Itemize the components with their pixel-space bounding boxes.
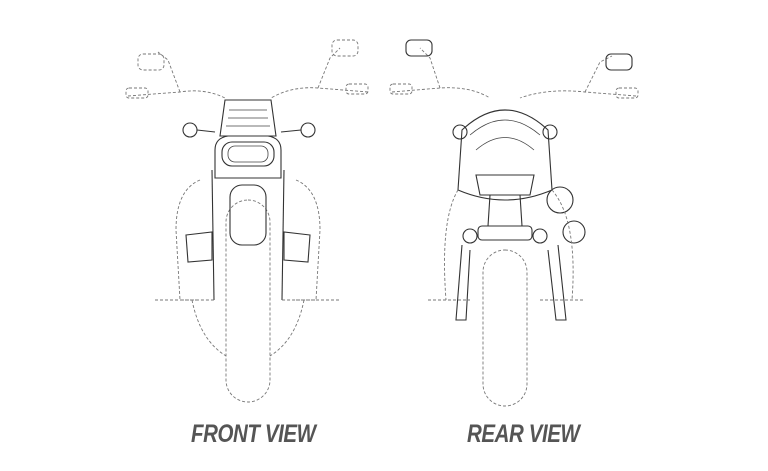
rear-seat-cowl	[457, 109, 553, 201]
left-engine-outline	[175, 179, 214, 301]
exhaust-upper	[546, 186, 574, 214]
rear-right-signal	[542, 124, 558, 140]
license-bracket	[487, 194, 523, 227]
headlight-lens	[227, 145, 269, 163]
left-mirror	[137, 53, 165, 71]
rear-right-mirror-stem	[584, 55, 613, 93]
left-grip	[125, 87, 149, 99]
rear-right-mirror	[605, 53, 633, 71]
right-grip	[345, 83, 369, 95]
rear-view-label: REAR VIEW	[467, 420, 580, 448]
exhaust-lower	[562, 220, 586, 244]
left-radiator	[185, 231, 213, 263]
front-tire	[225, 199, 271, 403]
signal-stalk	[196, 129, 216, 133]
rear-left-handlebar	[391, 87, 491, 99]
right-fork	[281, 169, 285, 301]
left-handlebar	[127, 90, 226, 99]
seat-contour	[475, 137, 535, 151]
rear-left-indicator	[462, 228, 478, 244]
left-rear-strut	[455, 244, 471, 321]
rear-left-grip	[389, 83, 413, 95]
rear-left-mirror	[405, 39, 433, 57]
front-view-drawing	[125, 39, 369, 403]
right-handlebar	[270, 87, 369, 99]
right-body-outline	[551, 189, 574, 301]
left-mirror-stem	[157, 51, 181, 93]
left-body-outline	[444, 189, 459, 301]
rear-right-grip	[615, 87, 639, 99]
rear-left-mirror-stem	[419, 47, 441, 89]
right-turn-signal	[300, 122, 316, 138]
left-turn-signal	[182, 122, 198, 138]
rear-light-housing	[475, 174, 535, 196]
right-mirror	[331, 39, 359, 57]
rear-right-indicator	[532, 228, 548, 244]
front-view-label: FRONT VIEW	[191, 420, 316, 448]
right-mirror-stem	[317, 47, 341, 89]
left-lower-body	[191, 299, 227, 357]
instrument-cowl	[219, 99, 277, 137]
rear-view-drawing	[389, 39, 639, 407]
headlight	[221, 141, 275, 167]
right-lower-body	[269, 299, 305, 357]
rear-right-handlebar	[519, 90, 637, 99]
rear-tire	[482, 249, 528, 407]
rear-left-signal	[452, 124, 468, 140]
right-engine-outline	[282, 179, 321, 301]
seat-contour	[469, 119, 541, 136]
right-radiator	[283, 231, 311, 263]
signal-stalk	[280, 129, 302, 133]
right-rear-strut	[547, 244, 567, 321]
front-fender	[229, 184, 267, 246]
left-fork	[211, 169, 215, 301]
taillight	[477, 225, 533, 241]
